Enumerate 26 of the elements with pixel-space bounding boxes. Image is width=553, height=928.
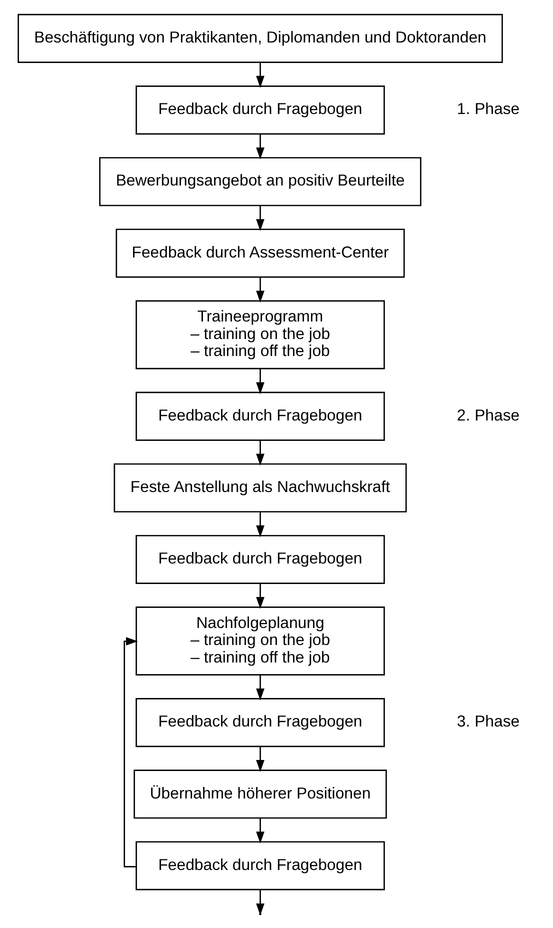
arrow <box>256 674 264 700</box>
node-box: Feedback durch Fragebogen <box>136 85 385 134</box>
arrow <box>256 818 264 844</box>
arrow <box>256 512 264 537</box>
node-box: Feedback durch Fragebogen <box>136 698 385 747</box>
node-box: Feedback durch Fragebogen <box>136 534 385 584</box>
node-box: Übernahme höherer Positionen <box>134 769 387 818</box>
node-box: Feedback durch Fragebogen <box>136 391 385 440</box>
arrow <box>256 62 264 88</box>
label: 1. Phase <box>456 100 520 118</box>
arrow <box>256 276 264 302</box>
label: 3. Phase <box>456 713 520 730</box>
node-box: Traineeprogramm – training on the job – training off the job <box>136 300 385 369</box>
node-box: Bewerbungsangebot an positiv Beurteilte <box>99 156 422 206</box>
arrow <box>256 746 264 772</box>
label: 2. Phase <box>456 406 520 424</box>
arrow <box>256 440 264 466</box>
arrow <box>256 583 264 608</box>
node-box: Feste Anstellung als Nachwuchskraft <box>114 462 407 512</box>
arrow <box>256 205 264 231</box>
node-box: Feedback durch Fragebogen <box>136 840 385 890</box>
arrow <box>256 368 264 394</box>
node-box: Nachfolgeplanung – training on the job – training off the job <box>136 606 385 675</box>
arrow <box>256 134 264 159</box>
node-box: Beschäftigung von Praktikanten, Diplomanden und Doktoranden <box>18 13 503 62</box>
node-box: Feedback durch Assessment-Center <box>116 228 405 278</box>
